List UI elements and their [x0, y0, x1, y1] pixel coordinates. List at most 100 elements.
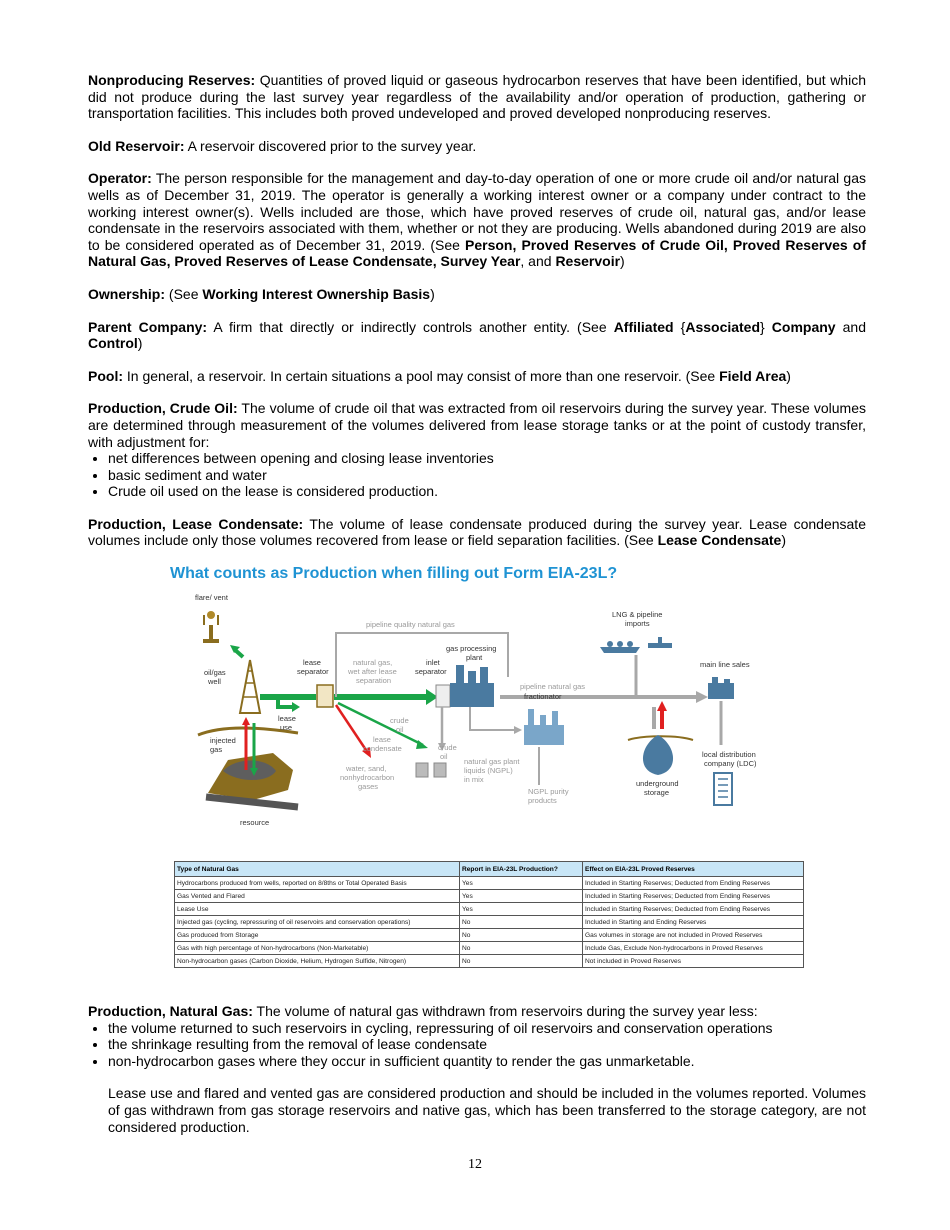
label-lng-2: imports: [625, 619, 650, 628]
def-old-reservoir: Old Reservoir: A reservoir discovered pr…: [88, 137, 477, 154]
cross-ref: Control: [88, 335, 138, 352]
table-cell: No: [459, 915, 583, 929]
production-diagram: What counts as Production when filling o…: [88, 565, 866, 843]
table-cell: Injected gas (cycling, repressuring of o…: [174, 915, 460, 929]
tank-icon: [415, 762, 429, 778]
label-ngpl-1: natural gas plant: [464, 757, 520, 766]
building-icon: [713, 772, 733, 807]
table-cell: Included in Starting Reserves; Deducted …: [582, 876, 804, 890]
lease-separator-icon: [316, 684, 334, 708]
table-cell: Not included in Proved Reserves: [582, 954, 804, 968]
natural-gas-note: Lease use and flared and vented gas are …: [108, 1085, 866, 1135]
label-water-3: gases: [358, 782, 378, 791]
list-item: non-hydrocarbon gases where they occur i…: [108, 1053, 866, 1070]
def-production-lease-condensate: Production, Lease Condensate: The volume…: [88, 515, 866, 549]
label-oil-well-2: well: [207, 677, 221, 686]
label-ngpl-purity-2: products: [528, 796, 557, 805]
label-resource: resource: [240, 818, 269, 827]
label-flare-vent: flare/ vent: [195, 593, 229, 602]
table-cell: Yes: [459, 889, 583, 903]
label-water-2: nonhydrocarbon: [340, 773, 394, 782]
def-ownership: Ownership: (See Working Interest Ownersh…: [88, 285, 435, 302]
label-ldc-2: company (LDC): [704, 759, 757, 768]
label-lease-cond-2: condensate: [363, 744, 402, 753]
table-row: Gas with high percentage of Non-hydrocar…: [174, 941, 804, 955]
label-lng-1: LNG & pipeline: [612, 610, 662, 619]
flare-icon: [203, 611, 219, 644]
label-lease-use-1: lease: [278, 714, 296, 723]
def-production-natural-gas: Production, Natural Gas: The volume of n…: [88, 1003, 758, 1019]
label-lease-sep-2: separator: [297, 667, 329, 676]
term: Operator:: [88, 170, 152, 187]
label-inlet-1: inlet: [426, 658, 441, 667]
cross-ref: Affiliated: [613, 318, 674, 335]
term: Parent Company:: [88, 318, 208, 335]
label-ngpl-3: in mix: [464, 775, 484, 784]
figure-title: What counts as Production when filling o…: [170, 565, 618, 583]
label-pipeline-ng: pipeline natural gas: [520, 682, 585, 691]
cross-ref: Company: [771, 318, 836, 335]
column-header: Effect on EIA-23L Proved Reserves: [582, 861, 804, 877]
fractionator-icon: [524, 709, 564, 746]
label-lease-sep-1: lease: [303, 658, 321, 667]
list-item: the shrinkage resulting from the removal…: [108, 1036, 866, 1053]
list-item: Crude oil used on the lease is considere…: [108, 483, 866, 500]
list-item: net differences between opening and clos…: [108, 450, 866, 467]
column-header: Report in EIA-23L Production?: [459, 861, 583, 877]
label-fractionator: fractionator: [524, 692, 562, 701]
def-production-crude-oil: Production, Crude Oil: The volume of cru…: [88, 400, 866, 450]
table-cell: Hydrocarbons produced from wells, report…: [174, 876, 460, 890]
table-cell: No: [459, 928, 583, 942]
table-row: Non-hydrocarbon gases (Carbon Dioxide, H…: [174, 954, 804, 968]
table-cell: Include Gas, Exclude Non-hydrocarbons in…: [582, 941, 804, 955]
crude-oil-bullets: net differences between opening and clos…: [88, 450, 866, 500]
natural-gas-type-table: Type of Natural Gas Report in EIA-23L Pr…: [174, 861, 804, 968]
cross-ref: Reservoir: [555, 253, 621, 270]
label-ngpl-purity-1: NGPL purity: [528, 787, 569, 796]
label-ldc-1: local distribution: [702, 750, 756, 759]
page-number: 12: [468, 1157, 482, 1172]
term: Pool:: [88, 367, 123, 384]
oil-well-icon: [238, 659, 262, 715]
table-header-row: Type of Natural Gas Report in EIA-23L Pr…: [174, 861, 804, 877]
label-nat-gas-3: separation: [356, 676, 391, 685]
label-pipeline-quality: pipeline quality natural gas: [366, 620, 455, 629]
cross-ref: Lease Condensate: [657, 532, 782, 549]
list-item: basic sediment and water: [108, 467, 866, 484]
term: Nonproducing Reserves:: [88, 72, 256, 88]
glossary-page: Nonproducing Reserves: Quantities of pro…: [88, 72, 866, 843]
table-row: Hydrocarbons produced from wells, report…: [174, 876, 804, 890]
table-cell: Yes: [459, 876, 583, 890]
label-oil-well-1: oil/gas: [204, 668, 226, 677]
cross-ref: Person, Proved Reserves of Crude Oil, Pr…: [88, 236, 866, 270]
label-underground-2: storage: [644, 788, 669, 797]
table-cell: Included in Starting Reserves; Deducted …: [582, 889, 804, 903]
table-cell: Included in Starting and Ending Reserves: [582, 915, 804, 929]
label-gas-plant-1: gas processing: [446, 644, 496, 653]
label-inlet-2: separator: [415, 667, 447, 676]
table-cell: Gas volumes in storage are not included …: [582, 928, 804, 942]
label-main-line: main line sales: [700, 660, 750, 669]
label-injected-1: injected: [210, 736, 236, 745]
table-cell: Gas Vented and Flared: [174, 889, 460, 903]
label-crude-oil-2b: oil: [440, 752, 448, 761]
cross-ref: Associated: [685, 318, 761, 335]
label-lease-cond-1: lease: [373, 735, 391, 744]
label-nat-gas-1: natural gas,: [353, 658, 392, 667]
column-header: Type of Natural Gas: [174, 861, 460, 877]
term: Ownership:: [88, 285, 166, 302]
table-cell: Gas with high percentage of Non-hydrocar…: [174, 941, 460, 955]
flow-diagram: flare/ vent oil/gas well resource: [195, 593, 757, 827]
table-cell: Yes: [459, 902, 583, 916]
natural-gas-bullets: the volume returned to such reservoirs i…: [88, 1020, 866, 1070]
list-item: the volume returned to such reservoirs i…: [108, 1020, 866, 1037]
def-operator: Operator: The person responsible for the…: [88, 170, 866, 270]
tank-icon: [433, 762, 447, 778]
def-pool: Pool: In general, a reservoir. In certai…: [88, 367, 791, 384]
table-cell: No: [459, 954, 583, 968]
production-natural-gas-section: Production, Natural Gas: The volume of n…: [88, 1003, 866, 1151]
resource-icon: [205, 753, 299, 811]
table-cell: Non-hydrocarbon gases (Carbon Dioxide, H…: [174, 954, 460, 968]
label-water-1: water, sand,: [345, 764, 386, 773]
